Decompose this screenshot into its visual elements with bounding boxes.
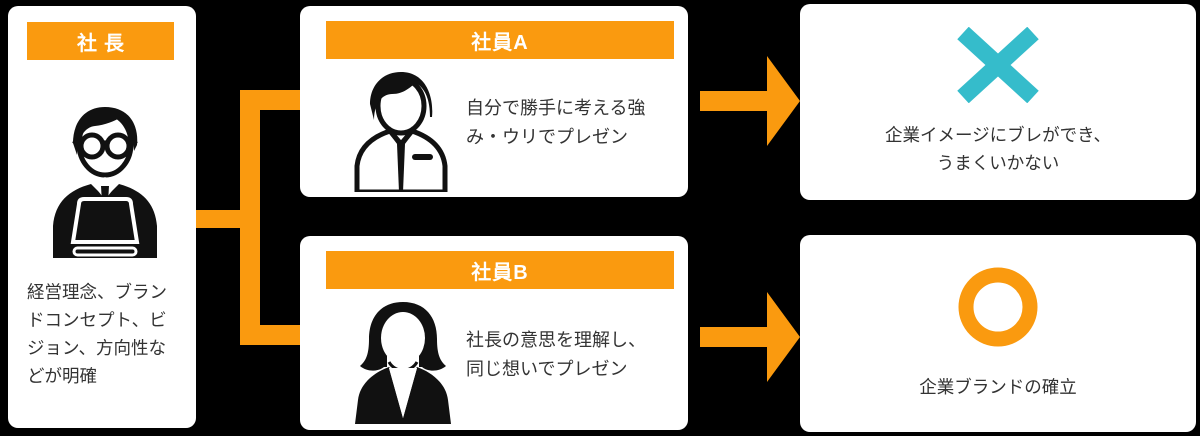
employee-b-header: 社員B (326, 251, 674, 289)
president-person-laptop-icon (53, 107, 157, 258)
arrow-shaft (700, 91, 767, 111)
arrow-shaft (700, 327, 767, 347)
result-a-content: 企業イメージにブレができ、 うまくいかない (800, 4, 1196, 200)
connector-branch-employee-b (258, 325, 300, 345)
result-b-content: 企業ブランドの確立 (800, 235, 1196, 432)
circle-mark-icon (958, 267, 1038, 346)
employee-a-header-label: 社員A (471, 31, 529, 54)
employee-a-description: 自分で勝手に考える強 み・ウリでプレゼン (466, 98, 646, 147)
president-header: 社長 (27, 22, 174, 60)
cross-mark-icon (957, 27, 1039, 103)
president-description: 経営理念、ブラン ドコンセプト、ビ ジョン、方向性な どが明確 (27, 282, 167, 386)
employee-a-card: 社員A 自分で勝手に考える強 み・ウリでプレゼン (300, 6, 688, 197)
employee-b-card: 社員B 社長の意思を理解し、 同じ想いでプレゼン (300, 236, 688, 430)
result-a-text: 企業イメージにブレができ、 うまくいかない (885, 125, 1111, 173)
president-card: 社長 経営理念、ブラン ドコンセプト、ビ ジョン、方向性な どが明確 (8, 6, 196, 428)
arrow-head-icon (767, 292, 800, 382)
connector-president-stub (196, 210, 240, 228)
president-header-label: 社長 (77, 32, 131, 55)
connector-vertical-line (240, 90, 260, 345)
employee-b-description: 社長の意思を理解し、 同じ想いでプレゼン (466, 330, 646, 379)
employee-b-businesswoman-icon (355, 302, 451, 424)
result-a-card: 企業イメージにブレができ、 うまくいかない (800, 4, 1196, 200)
arrow-head-icon (767, 56, 800, 146)
result-b-text: 企業ブランドの確立 (919, 376, 1077, 397)
result-b-card: 企業ブランドの確立 (800, 235, 1196, 432)
employee-a-header: 社員A (326, 21, 674, 59)
connector-branch-employee-a (258, 90, 300, 110)
employee-b-header-label: 社員B (471, 261, 529, 284)
employee-a-businessman-icon (354, 72, 448, 192)
